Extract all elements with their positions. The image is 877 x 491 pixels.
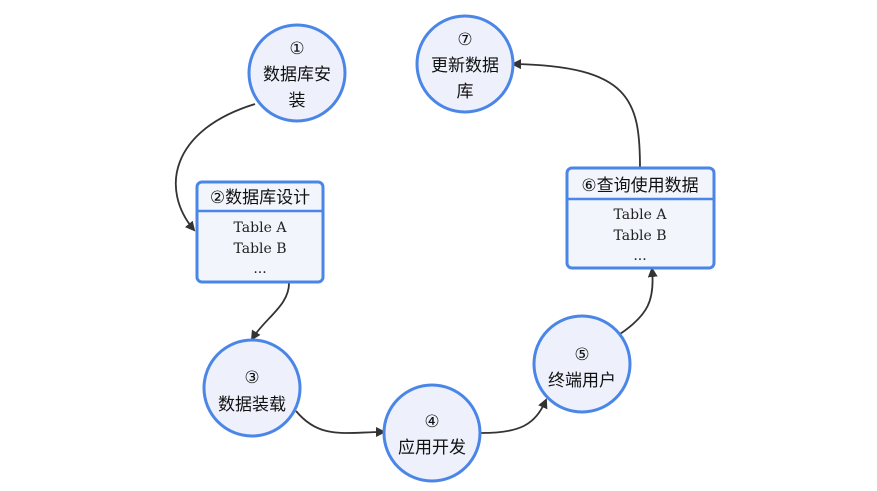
node-database-install: ① 数据库安 装 — [247, 23, 347, 123]
table-item: Table A — [614, 207, 668, 223]
node-label: 数据库安 — [263, 65, 331, 85]
node-label: 终端用户 — [548, 371, 616, 391]
box-title: ②数据库设计 — [210, 188, 310, 208]
node-step-label: ⑤ — [574, 345, 589, 365]
table-item: Table A — [234, 220, 288, 236]
node-label: 应用开发 — [398, 438, 466, 458]
edge-2-to-3 — [250, 281, 290, 341]
node-step-label: ④ — [424, 412, 439, 432]
node-data-loading: ③ 数据装载 — [202, 338, 302, 438]
node-database-design: ②数据库设计 Table A Table B ... — [195, 180, 325, 284]
node-label: 数据装载 — [218, 395, 286, 415]
edge-3-to-4 — [295, 410, 386, 438]
node-query-data: ⑥查询使用数据 Table A Table B ... — [565, 166, 716, 270]
table-item: Table B — [613, 228, 666, 244]
node-end-user: ⑤ 终端用户 — [532, 314, 632, 414]
edge-5-to-6 — [619, 267, 658, 335]
node-label: 更新数据 — [431, 56, 499, 76]
edge-4-to-5 — [480, 398, 548, 434]
table-item: ... — [253, 261, 266, 277]
node-label: 装 — [289, 91, 306, 111]
node-step-label: ① — [289, 39, 304, 59]
box-title: ⑥查询使用数据 — [581, 175, 698, 196]
node-step-label: ⑦ — [457, 30, 472, 50]
table-item: Table B — [233, 241, 286, 257]
node-step-label: ③ — [244, 368, 259, 388]
edge-1-to-2 — [174, 103, 256, 232]
node-app-development: ④ 应用开发 — [382, 383, 482, 483]
node-label: 库 — [457, 82, 474, 102]
table-item: ... — [633, 248, 646, 264]
node-update-database: ⑦ 更新数据 库 — [415, 14, 515, 114]
edge-6-to-7 — [511, 59, 641, 169]
